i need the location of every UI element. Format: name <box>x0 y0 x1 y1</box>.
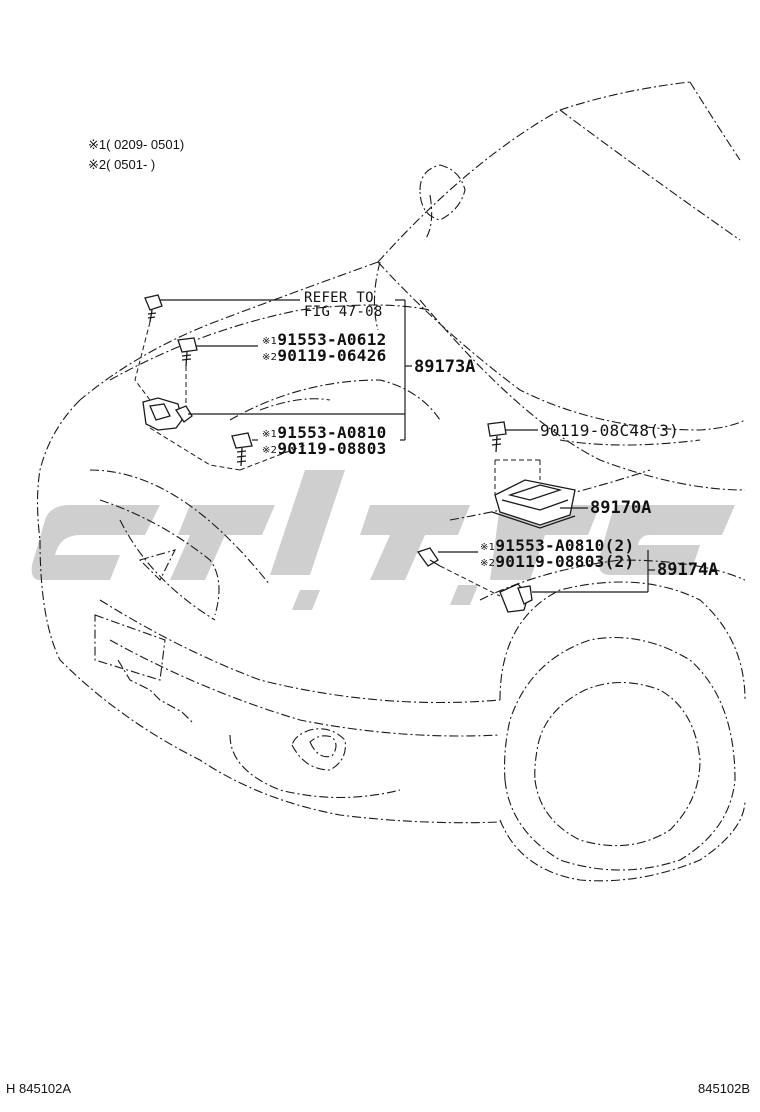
refer-to-label: REFER TO <box>304 290 374 306</box>
illustration-code-left: H 845102A <box>6 1081 72 1096</box>
part-number: 91553-A0612 <box>277 330 387 349</box>
bolt-upper-right <box>177 337 198 367</box>
part-number: 91553-A0810 <box>277 423 387 442</box>
lower-bolt-1-callout: ※191553-A0810 <box>262 425 387 441</box>
variant-mark-2: ※2 <box>480 558 496 569</box>
airbag-ecu-part-number: 89170A <box>590 498 652 518</box>
legend-line-2: ※2( 0501- ) <box>88 157 156 172</box>
variant-mark-1: ※1 <box>262 429 278 440</box>
side-sensor-bolt <box>416 547 501 597</box>
airbag-ecu <box>491 459 576 529</box>
car-body-outline <box>36 81 746 882</box>
side-airbag-sensor <box>499 583 533 613</box>
variant-mark-2: ※2 <box>262 445 278 456</box>
side-bolt-1-callout: ※191553-A0810(2) <box>480 538 634 554</box>
bolt-upper-left <box>144 294 163 323</box>
ecu-bolt-part-number: 90119-08C48(3) <box>540 421 680 440</box>
variant-mark-1: ※1 <box>262 336 278 347</box>
part-number: 90119-06426 <box>277 346 387 365</box>
front-sensor-dashed-links <box>134 321 306 471</box>
bolt-lower-left <box>231 432 253 467</box>
upper-bolt-1-callout: ※191553-A0612 <box>262 332 387 348</box>
part-number: 90119-08803(2) <box>495 552 635 571</box>
illustration-code-right: 845102B <box>698 1081 751 1096</box>
side-bolt-2-callout: ※290119-08803(2) <box>480 554 634 570</box>
variant-mark-2: ※2 <box>262 352 278 363</box>
front-sensor-part-number: 89173A <box>414 357 476 377</box>
side-sensor-part-number: 89174A <box>657 560 719 580</box>
part-number: 90119-08803 <box>277 439 387 458</box>
front-airbag-sensor <box>142 397 193 431</box>
part-number: 91553-A0810(2) <box>495 536 635 555</box>
watermark-logo <box>31 470 735 610</box>
leader-lines <box>160 299 655 593</box>
lower-bolt-2-callout: ※290119-08803 <box>262 441 387 457</box>
upper-bolt-2-callout: ※290119-06426 <box>262 348 387 364</box>
refer-to-figure: FIG 47-08 <box>304 304 383 320</box>
ecu-bolt <box>487 421 507 453</box>
variant-mark-1: ※1 <box>480 542 496 553</box>
legend-line-1: ※1( 0209- 0501) <box>88 137 185 152</box>
